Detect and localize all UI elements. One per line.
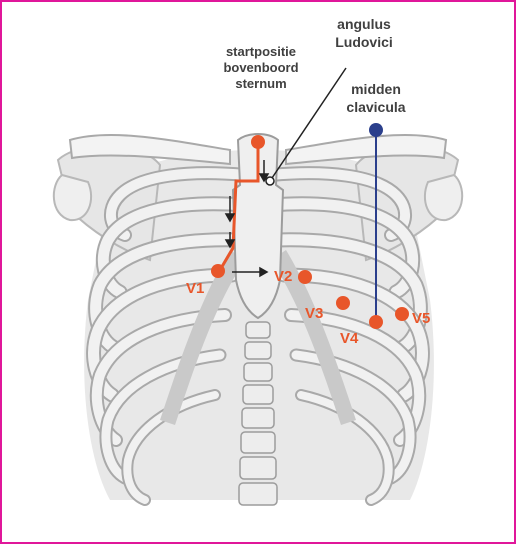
v5-label: V5 <box>412 310 431 327</box>
midden-clavicula-label: midden clavicula <box>346 81 406 115</box>
v4-dot <box>369 315 383 329</box>
route-arrows <box>224 160 270 278</box>
angulus-ludovici-label: angulus Ludovici <box>335 16 393 50</box>
left-clavicle <box>68 133 231 166</box>
v1-label: V1 <box>186 280 205 297</box>
v3-label: V3 <box>305 305 324 322</box>
v2-label: V2 <box>274 268 293 285</box>
left-ribs <box>86 166 253 506</box>
right-costal-cartilage <box>271 250 356 425</box>
right-clavicle <box>285 133 448 166</box>
v3-dot <box>336 296 350 310</box>
start-position-dot <box>251 135 265 149</box>
midclavicular-marker <box>369 123 383 137</box>
left-humerus-head <box>52 173 93 222</box>
v2-dot <box>298 270 312 284</box>
angulus-pointer-line <box>271 67 347 179</box>
angulus-marker <box>265 176 275 186</box>
spine <box>238 321 278 506</box>
left-costal-cartilage <box>160 250 245 425</box>
v4-label: V4 <box>340 330 359 347</box>
startpositie-label: startpositie bovenboord sternum <box>223 44 299 91</box>
v5-dot <box>395 307 409 321</box>
v1-dot <box>211 264 225 278</box>
right-humerus-head <box>423 173 464 222</box>
right-ribs <box>263 166 430 506</box>
electrode-route-line <box>218 142 260 271</box>
